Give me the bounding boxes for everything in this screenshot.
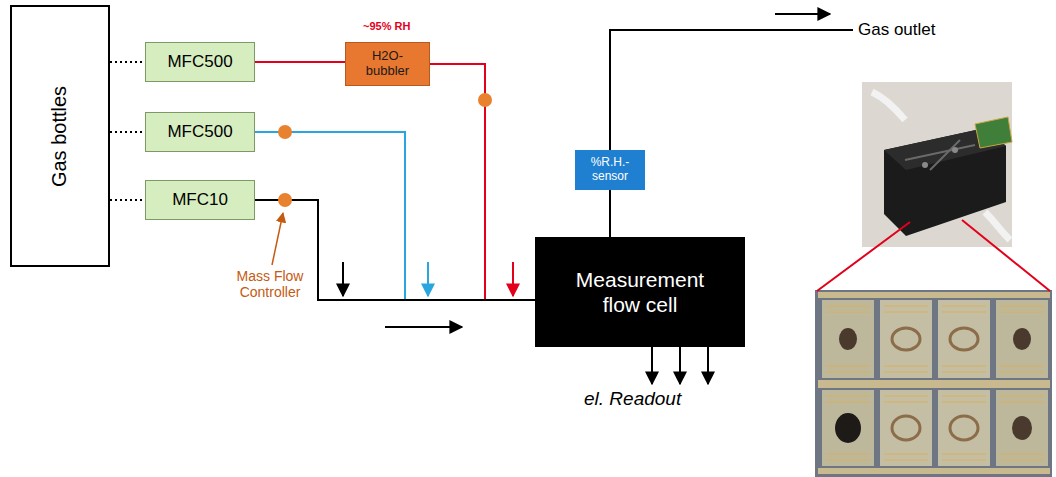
readout-label: el. Readout (584, 388, 681, 410)
flow-arrow (385, 326, 462, 328)
flow-line (110, 61, 145, 63)
flow-cell-box: Measurement flow cell (535, 237, 745, 347)
node-text: MFC500 (167, 52, 232, 72)
outlet-pipe (610, 30, 853, 150)
bubbler-box: H2O- bubbler (345, 42, 430, 86)
node-text: Gas bottles (49, 85, 72, 186)
callout-label: Mass Flow Controller (228, 268, 312, 300)
controller-box: MFC10 (145, 180, 255, 220)
zoom-line (962, 220, 1050, 291)
source-box: Gas bottles (10, 5, 110, 267)
node-text: %R.H.- sensor (581, 156, 639, 184)
readout-arrow (651, 347, 653, 384)
controller-dot (478, 93, 492, 107)
controller-box: MFC500 (145, 112, 255, 152)
flow-line (255, 61, 345, 63)
node-text: MFC10 (172, 190, 228, 210)
zoom-line (817, 222, 910, 291)
readout-arrow (679, 347, 681, 384)
leader-arrow (272, 213, 283, 265)
outlet-label: Gas outlet (858, 20, 936, 40)
chip-micrograph (815, 290, 1052, 477)
flow-line (430, 64, 535, 300)
node-text: H2O- bubbler (357, 49, 419, 79)
sensor-box: %R.H.- sensor (575, 150, 645, 190)
node-text: MFC500 (167, 122, 232, 142)
flow-cell-photo (862, 82, 1012, 247)
flow-arrow (775, 13, 830, 15)
flow-arrow (512, 262, 514, 296)
flow-arrow (427, 262, 429, 296)
controller-dot (278, 193, 292, 207)
flow-arrow (342, 262, 344, 296)
readout-arrow (707, 347, 709, 384)
humidity-note: ~95% RH (363, 20, 410, 32)
node-text: Measurement flow cell (565, 267, 715, 317)
flow-line (110, 131, 145, 133)
flow-line (110, 199, 145, 201)
flow-line (609, 190, 611, 237)
controller-dot (278, 125, 292, 139)
controller-box: MFC500 (145, 42, 255, 82)
